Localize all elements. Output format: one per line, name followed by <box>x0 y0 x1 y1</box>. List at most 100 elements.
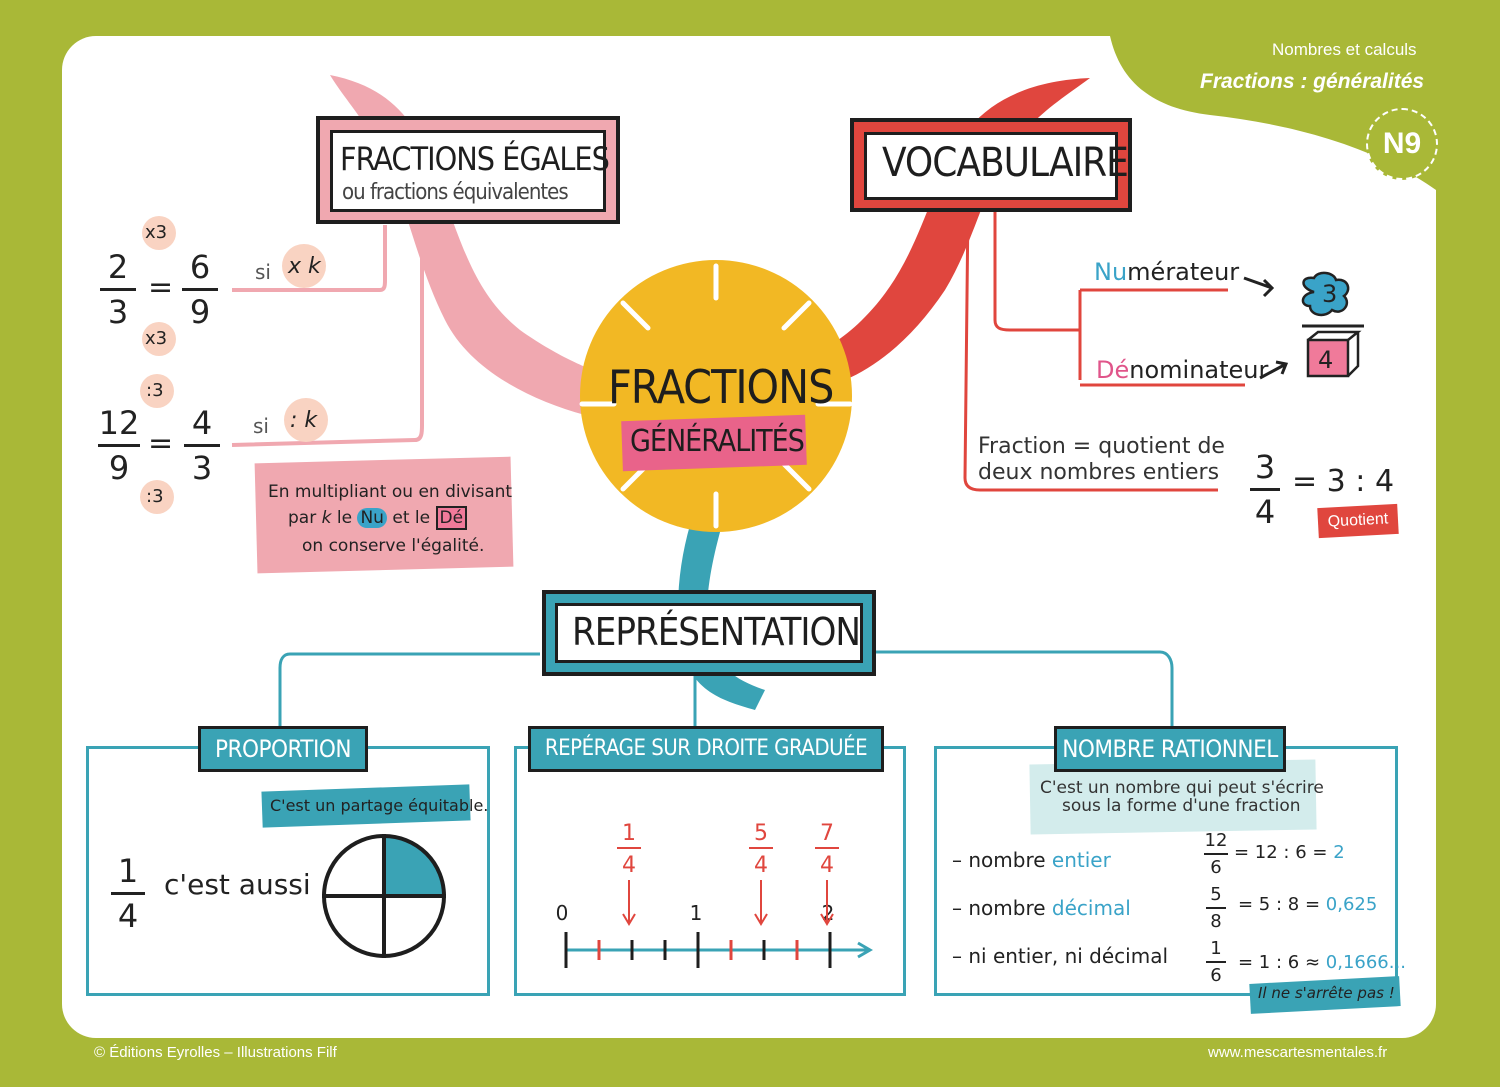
frac-bar <box>182 288 218 291</box>
ex1-eq: = <box>148 270 174 305</box>
vocab-arrows <box>1243 271 1364 380</box>
pie-slice <box>321 833 386 898</box>
axis-tick-label: 1 <box>690 901 703 925</box>
ex2-d2: 3 <box>191 449 213 487</box>
vocab-frac-d: 4 <box>1254 493 1276 531</box>
ex1-d2: 9 <box>189 293 211 331</box>
note-par: par <box>288 508 317 528</box>
frac-bar <box>1250 488 1280 491</box>
den-prefix: Dé <box>1096 356 1130 384</box>
line-label-arrowhead <box>754 913 768 926</box>
center-subtitle: GÉNÉRALITÉS <box>630 424 805 459</box>
header-category: Nombres et calculs <box>1272 40 1417 59</box>
row1-expr: = 12 : 6 = 2 <box>1234 842 1345 863</box>
vocab-def-line2: deux nombres entiers <box>978 460 1220 485</box>
line-label-numerator: 7 <box>820 821 834 846</box>
ex2-n1: 12 <box>98 404 140 442</box>
number-line-svg: 012145474 <box>556 821 873 968</box>
row-label: – nombre <box>952 896 1046 920</box>
equal-title: FRACTIONS ÉGALES <box>340 140 610 178</box>
rational-row-3: – ni entier, ni décimal <box>952 944 1168 968</box>
row2-expr: = 5 : 8 = 0,625 <box>1238 894 1377 915</box>
op-bubble <box>142 322 176 356</box>
line-label-arrowhead <box>622 913 636 926</box>
vocab-quotient-expr: = 3 : 4 <box>1292 464 1395 499</box>
op-bubble <box>140 480 174 514</box>
frac-bar <box>98 444 140 447</box>
frac-bar <box>111 892 145 895</box>
note-nu-cloud: Nu <box>357 508 387 528</box>
number-line-box <box>514 746 906 996</box>
vocab-def-line1: Fraction = quotient de <box>978 434 1225 459</box>
vocab-title-box <box>864 132 1118 200</box>
ex1-n1: 2 <box>107 248 129 286</box>
num-prefix: Nu <box>1094 258 1128 286</box>
line-label-numerator: 1 <box>622 821 636 846</box>
proportion-text: c'est aussi <box>164 868 311 901</box>
equal-note-line3: on conserve l'égalité. <box>302 536 485 556</box>
equal-note-line2: par k le Nu et le Dé <box>288 506 468 530</box>
note-et-le: et le <box>392 508 431 528</box>
note-k: k <box>321 508 332 528</box>
pie-slice <box>382 833 447 898</box>
repr-title-box <box>555 603 863 663</box>
frac-bar <box>184 444 220 447</box>
frac-bar <box>100 288 136 291</box>
rational-desc-line2: sous la forme d'une fraction <box>1062 796 1301 816</box>
rule-bubble <box>284 398 328 442</box>
ex2-top-op: :3 <box>146 380 164 401</box>
rule-bubble <box>282 244 326 288</box>
ex1-bottom-op: x3 <box>145 328 168 349</box>
repr-title: REPRÉSENTATION <box>572 610 861 654</box>
row2-expr-text: = 5 : 8 = <box>1238 894 1321 915</box>
frac-bar <box>1206 961 1226 963</box>
vocab-denominator: Dénominateur <box>1096 356 1268 384</box>
op-bubble <box>142 216 176 250</box>
proportion-d: 4 <box>117 897 139 935</box>
op-bubble <box>140 374 174 408</box>
proportion-n: 1 <box>117 852 139 890</box>
frac-bar <box>1206 907 1226 909</box>
ex2-rule: : k <box>290 408 318 433</box>
row2-d: 8 <box>1210 911 1222 932</box>
note-le: le <box>336 508 353 528</box>
ex2-n2: 4 <box>191 404 213 442</box>
row1-d: 6 <box>1210 857 1222 878</box>
rational-row-2: – nombre décimal <box>952 896 1131 920</box>
ex2-d1: 9 <box>108 449 130 487</box>
row-kind: entier <box>1051 848 1111 872</box>
ex1-d1: 3 <box>107 293 129 331</box>
number-line-title: REPÉRAGE SUR DROITE GRADUÉE <box>528 726 884 772</box>
pie-slice <box>321 894 386 959</box>
den-rest: nominateur <box>1129 356 1269 384</box>
line-label-arrowhead <box>820 913 834 926</box>
ex1-top-op: x3 <box>145 222 168 243</box>
ex2-bottom-op: :3 <box>146 486 164 507</box>
footer-website[interactable]: www.mescartesmentales.fr <box>1208 1044 1388 1061</box>
row3-expr-text: = 1 : 6 ≈ <box>1238 952 1321 973</box>
note-de-box: Dé <box>435 506 468 530</box>
ex2-si: si <box>253 414 269 438</box>
chapter-badge: N9 <box>1366 108 1438 180</box>
ex1-rule: x k <box>288 254 321 279</box>
row3-result: 0,1666... <box>1325 952 1406 973</box>
proportion-title: PROPORTION <box>198 726 368 772</box>
row1-n: 12 <box>1204 830 1228 851</box>
vocab-den-value: 4 <box>1318 346 1334 374</box>
row1-expr-text: = 12 : 6 = <box>1234 842 1328 863</box>
equal-title-box <box>330 130 606 212</box>
rational-title: NOMBRE RATIONNEL <box>1054 726 1286 772</box>
row3-n: 1 <box>1210 938 1222 959</box>
equal-subtitle: ou fractions équivalentes <box>342 180 569 205</box>
pie-slice <box>382 894 447 959</box>
vocab-num-value: 3 <box>1322 280 1338 308</box>
rational-note: Il ne s'arrête pas ! <box>1258 984 1395 1002</box>
